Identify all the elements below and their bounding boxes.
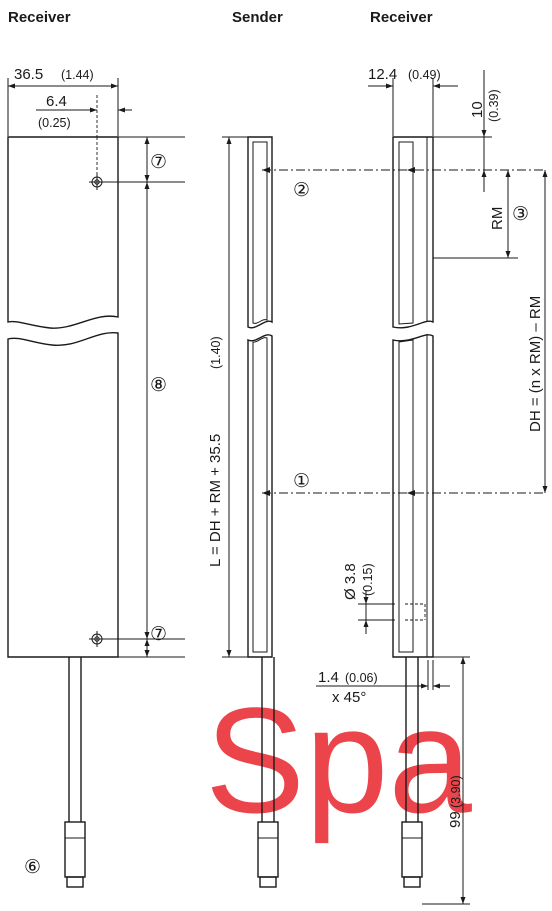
dim-cable-in: (3.90) <box>449 775 463 808</box>
dim-chamfer-in: (0.06) <box>345 671 378 685</box>
receiver-side-view <box>392 136 434 888</box>
dim-hole: Ø 3.8 <box>342 563 359 600</box>
callout-7-top: ⑦ <box>150 151 167 173</box>
callout-6: ⑥ <box>24 856 41 878</box>
callout-8: ⑧ <box>150 374 167 396</box>
dim-width-main: 36.5 <box>14 66 43 83</box>
dim-length: L = DH + RM + 35.5 <box>207 434 224 567</box>
sender-side-view <box>247 136 279 888</box>
callout-7-bottom: ⑦ <box>150 623 167 645</box>
dim-length-in: (1.40) <box>209 336 223 369</box>
dim-chamfer-angle: x 45° <box>332 689 366 706</box>
dim-dh: DH = (n x RM) – RM <box>527 296 544 432</box>
receiver-front-view <box>7 136 119 888</box>
dim-width-side-in: (0.49) <box>408 68 441 82</box>
dim-top-gap-in: (0.39) <box>487 89 501 122</box>
header-receiver-left: Receiver <box>8 9 71 26</box>
watermark-text: Spa <box>205 676 472 844</box>
dim-cable: 99 <box>447 811 464 828</box>
dim-offset-in: (0.25) <box>38 116 71 130</box>
callout-2: ② <box>293 179 310 201</box>
dim-hole-in: (0.15) <box>361 563 375 596</box>
header-sender: Sender <box>232 9 283 26</box>
dim-chamfer: 1.4 <box>318 669 339 686</box>
header-receiver-right: Receiver <box>370 9 433 26</box>
dim-width-side: 12.4 <box>368 66 397 83</box>
dim-rm: RM <box>489 207 506 230</box>
callout-3: ③ <box>512 203 529 225</box>
dim-offset: 6.4 <box>46 93 67 110</box>
callout-1: ① <box>293 470 310 492</box>
dim-width-main-in: (1.44) <box>61 68 94 82</box>
dim-top-gap: 10 <box>469 101 486 118</box>
